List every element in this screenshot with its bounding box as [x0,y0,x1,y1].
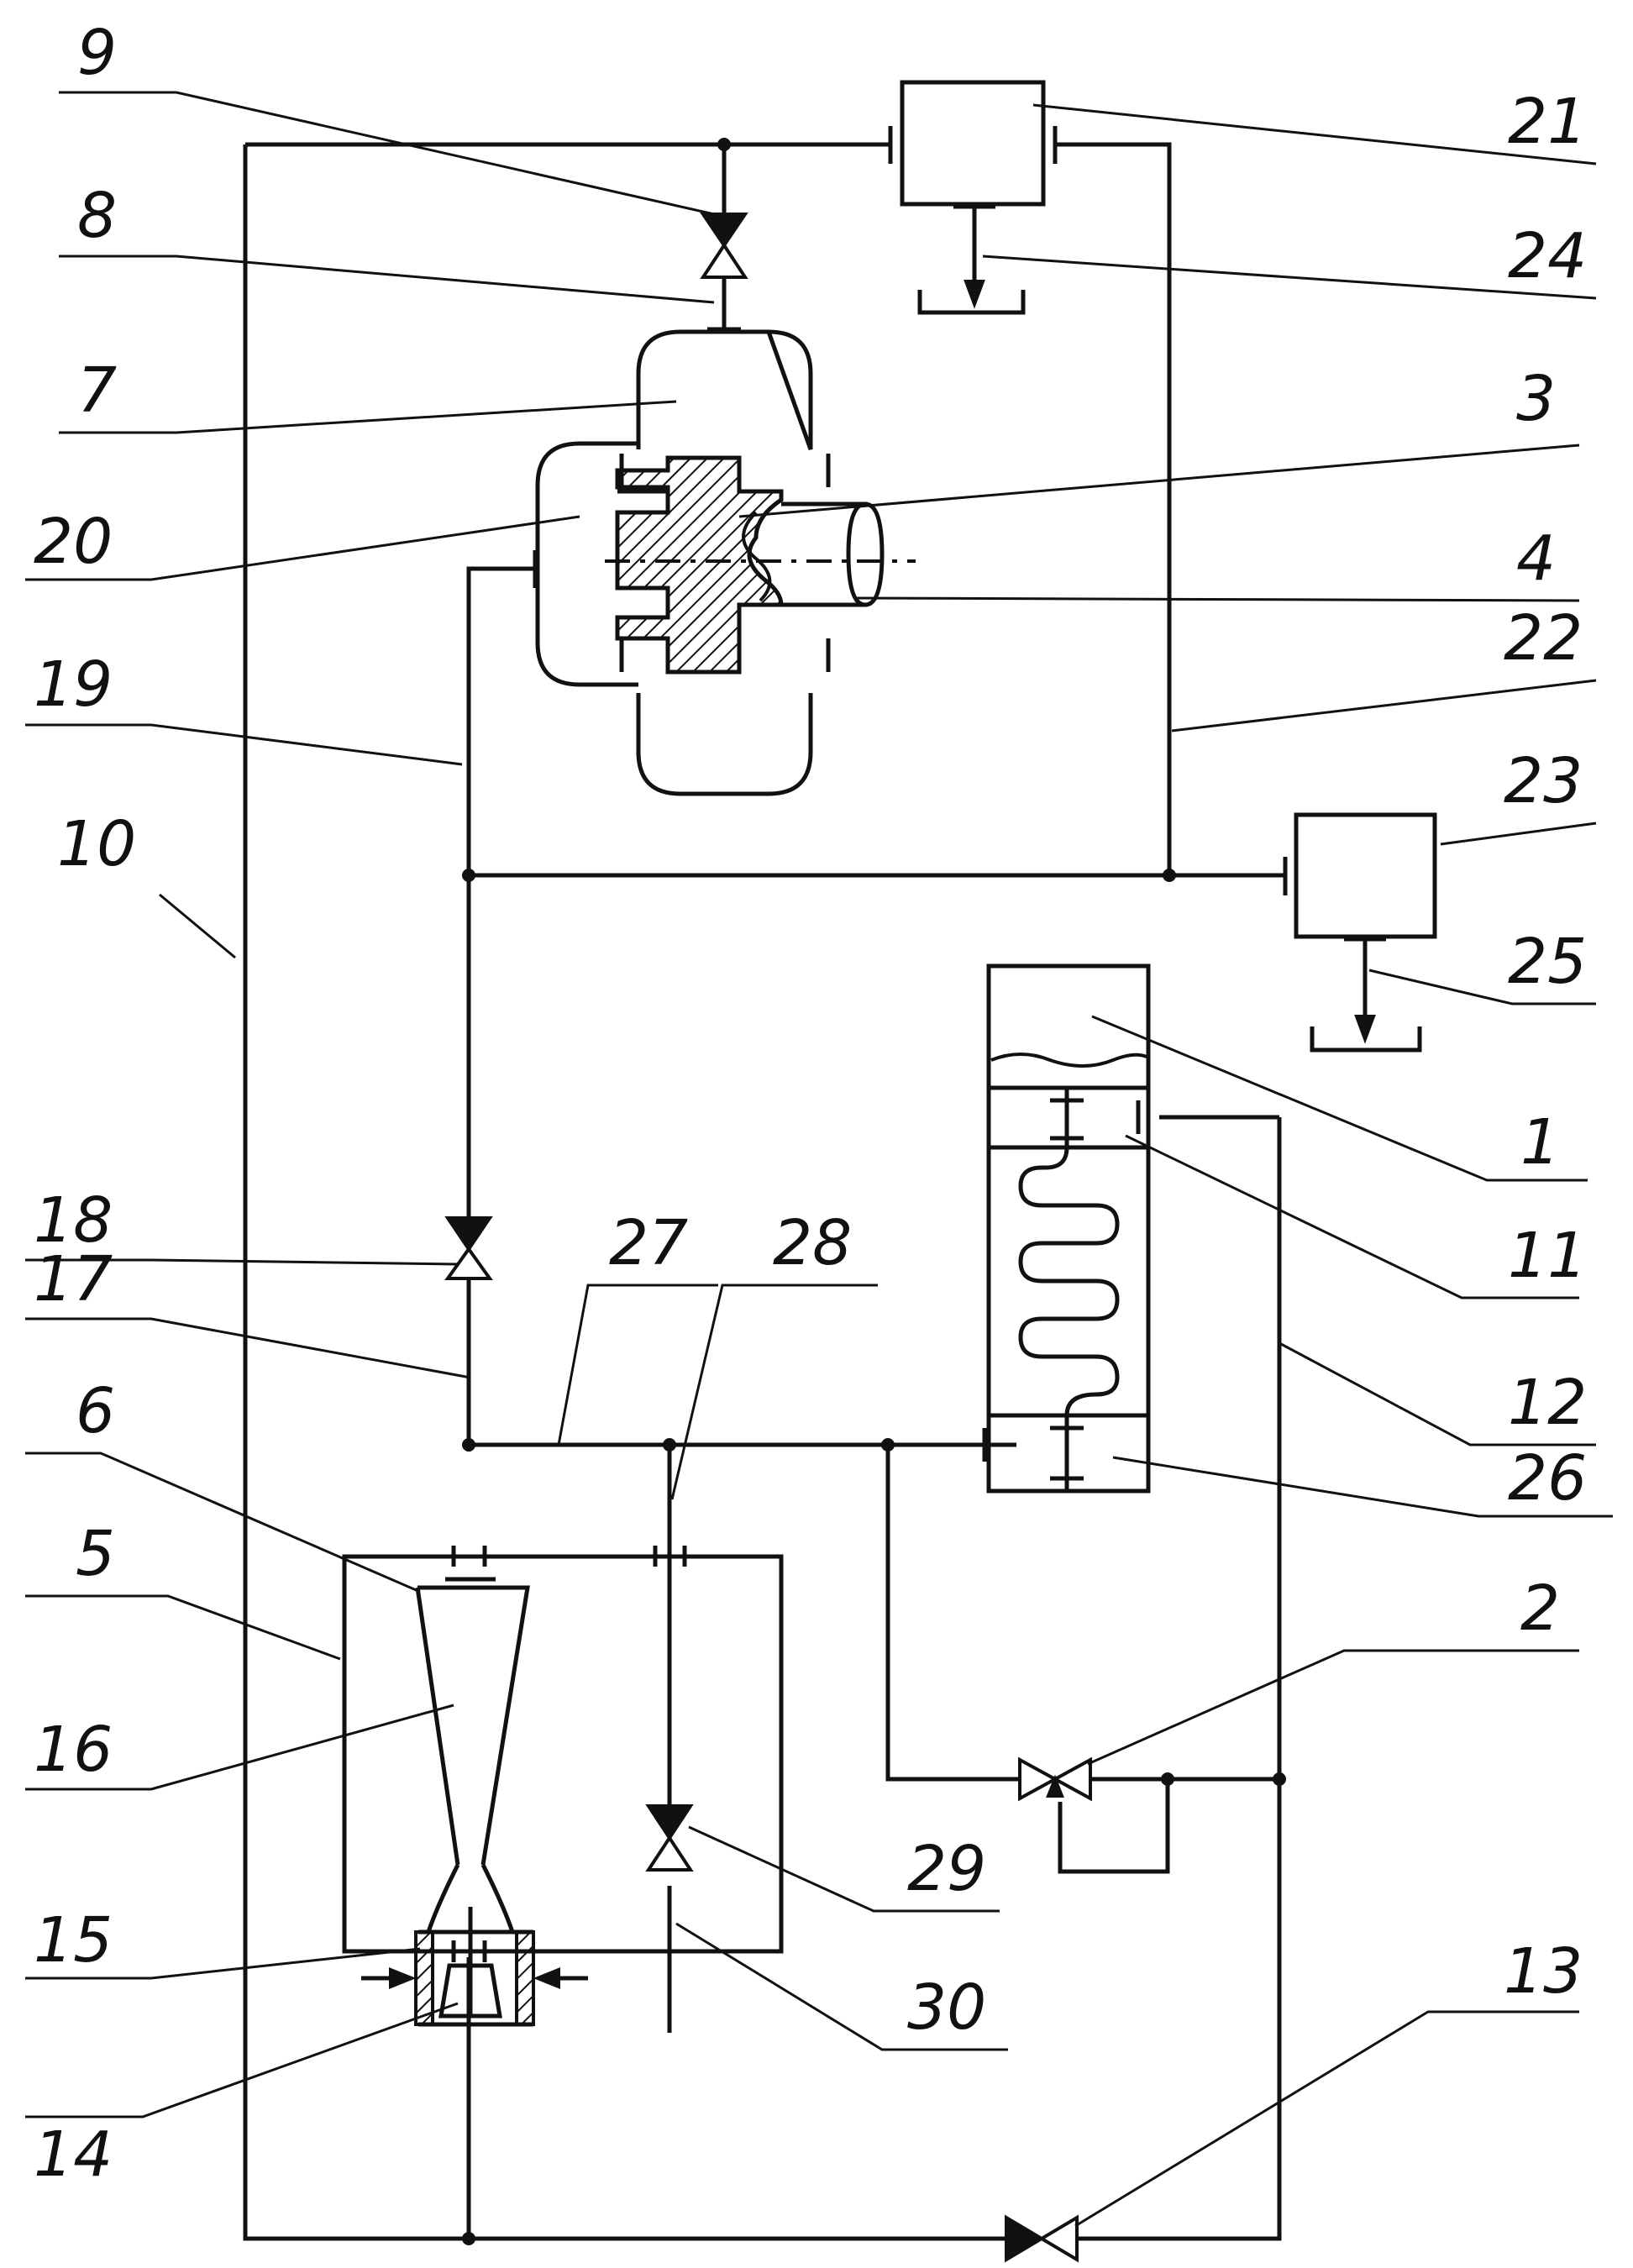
labels: 9 8 7 20 19 10 18 17 6 5 16 15 14 21 24 … [34,17,1587,2191]
label-6: 6 [76,1375,115,1447]
label-2: 2 [1520,1572,1560,1645]
leader-lines [25,91,1613,2228]
label-4: 4 [1516,522,1556,595]
label-13: 13 [1504,1935,1583,2008]
valve-13 [1005,2214,1079,2263]
valve-2 [1018,1756,1092,1802]
label-5: 5 [76,1518,115,1590]
housing-20 [533,441,638,687]
vessel-7 [636,329,813,796]
label-15: 15 [34,1904,113,1977]
label-10: 10 [57,808,136,880]
label-11: 11 [1508,1220,1587,1292]
drain-tray-25 [1310,1026,1422,1053]
label-23: 23 [1504,745,1583,817]
pipe-valve-2-control [1058,1779,1170,1874]
label-19: 19 [34,648,113,721]
drain-tray-24 [917,290,1026,315]
label-28: 28 [773,1207,852,1279]
label-8: 8 [77,180,117,252]
label-17: 17 [34,1243,113,1315]
label-24: 24 [1508,220,1587,292]
coil [1018,1147,1120,1416]
label-21: 21 [1508,86,1587,158]
label-20: 20 [34,506,113,578]
label-9: 9 [77,17,117,89]
ejector-16 [415,1577,530,1933]
label-22: 22 [1504,602,1583,675]
label-26: 26 [1508,1442,1587,1515]
junction-dots [462,138,1286,2245]
label-18: 18 [34,1184,113,1257]
label-3: 3 [1516,363,1556,435]
unit-23-box [1283,812,1437,1053]
tank-1 [982,963,1151,1494]
label-29: 29 [907,1833,986,1905]
housing-5 [342,1546,784,1962]
valve-18 [444,1216,493,1280]
impeller-3 [615,455,784,675]
label-25: 25 [1508,926,1587,998]
label-14: 14 [34,2118,113,2191]
label-27: 27 [609,1207,688,1279]
label-30: 30 [907,1971,986,2044]
valve-29 [645,1804,694,1872]
valve-9 [700,213,748,332]
label-7: 7 [77,354,117,427]
label-16: 16 [34,1714,113,1786]
nozzle-14 [361,1907,588,2027]
pipe-bypass-valve-2 [885,1445,1279,1782]
label-12: 12 [1508,1367,1587,1439]
label-1: 1 [1520,1106,1560,1179]
liquid-level [990,1053,1147,1068]
pipe-network [243,142,1285,2241]
pipe-19 [466,566,535,1452]
unit-21-box [888,80,1058,315]
pipe-21-outlet [1054,142,1172,875]
pipe-10-left-riser [243,144,1282,2241]
